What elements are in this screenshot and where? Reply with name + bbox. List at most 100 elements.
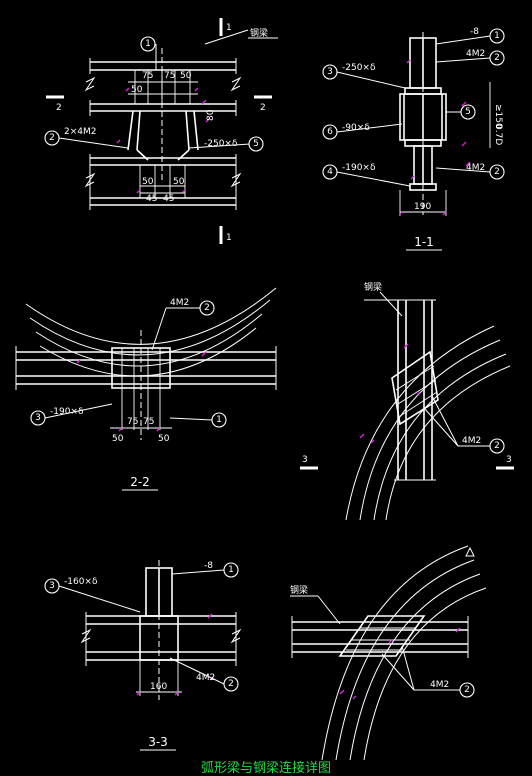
leader-line <box>336 71 406 89</box>
callout-circle <box>211 412 227 428</box>
leader-line <box>401 645 415 691</box>
north-mark <box>465 546 475 557</box>
bolt-line <box>399 391 438 417</box>
callout-circle <box>489 28 505 44</box>
leader-line <box>336 123 403 133</box>
splice-plate <box>391 350 439 426</box>
section-mark-label: 3 <box>506 455 512 465</box>
callout-number: 3 <box>327 67 333 77</box>
bolt-spec: 4M2 <box>466 49 485 59</box>
callout-circle <box>489 438 505 454</box>
leader-line <box>204 29 249 45</box>
dim-text: 75 <box>143 417 154 427</box>
beam-label: 钢梁 <box>364 281 382 293</box>
callout-number: 6 <box>327 127 333 137</box>
plate-spec: -8 <box>470 27 479 37</box>
break-mark <box>230 612 242 666</box>
plate-spec: -8 <box>204 561 213 571</box>
leader-line <box>151 307 167 351</box>
section-title: 3-3 <box>148 735 168 749</box>
leader-line <box>431 395 459 447</box>
callout-number: 3 <box>49 581 55 591</box>
web-plate <box>127 110 199 151</box>
callout-circle <box>248 136 264 152</box>
dim-text: 50 <box>173 177 185 187</box>
section-1-1: 190 ≥150 0.7D 3 -250×δ 6 -90×δ 4 -190×δ … <box>322 27 505 251</box>
leader-line <box>188 143 251 149</box>
splice-plate <box>338 615 426 657</box>
callout-number: 5 <box>465 107 471 117</box>
callout-circle <box>223 676 239 692</box>
plate-spec: -90×δ <box>342 123 370 133</box>
leader-line <box>317 595 341 625</box>
callout-circle <box>140 36 156 52</box>
section-3-3: 160 3 -160×δ -8 1 4M2 2 3-3 <box>44 560 242 751</box>
dim-text: 80 <box>206 109 216 121</box>
arc-beam <box>385 365 511 521</box>
callout-number: 2 <box>204 303 210 313</box>
break-mark <box>84 58 96 92</box>
callout-number: 1 <box>145 39 151 49</box>
leader-line <box>381 653 415 691</box>
callout-number: 2 <box>228 679 234 689</box>
callout-circle <box>459 682 475 698</box>
callout-circle <box>199 300 215 316</box>
leader-line <box>169 657 225 685</box>
dim-tick <box>136 613 215 696</box>
section-mark-label: 2 <box>56 103 62 113</box>
arc-beam <box>321 545 469 761</box>
dim-text: 75 <box>142 71 153 81</box>
dim-text: 50 <box>131 85 143 95</box>
plate-spec: -250×δ <box>342 63 376 73</box>
callout-circle <box>489 50 505 66</box>
section-title: 1-1 <box>414 235 434 249</box>
arc-beam <box>359 339 501 521</box>
callout-number: 1 <box>228 565 234 575</box>
dim-text: 75 <box>127 417 138 427</box>
break-mark <box>230 58 242 92</box>
dim-text: ≥150 <box>493 104 503 129</box>
arc-beam <box>363 587 487 761</box>
leader-line <box>435 57 491 63</box>
bolt-spec: 4M2 <box>462 436 481 446</box>
bolt-spec: 4M2 <box>196 673 215 683</box>
dim-text: 50 <box>158 434 170 444</box>
dim-text: 50 <box>142 177 154 187</box>
arc-beam <box>349 573 481 761</box>
bolt-spec: 4M2 <box>466 163 485 173</box>
bolt-spec: 4M2 <box>170 298 189 308</box>
dim-text: 50 <box>112 434 124 444</box>
section-mark-label: 1 <box>226 23 232 33</box>
section-title: 2-2 <box>130 475 150 489</box>
break-mark <box>89 100 237 116</box>
dim-text: 50 <box>180 71 192 81</box>
break-mark <box>15 346 277 390</box>
beam-label: 钢梁 <box>250 27 268 39</box>
section-2-2: 50 75 75 50 4M2 2 3 -190×δ 1 2-2 <box>15 287 277 491</box>
break-mark <box>230 154 242 210</box>
plate-spec: -190×δ <box>50 407 84 417</box>
break-mark <box>84 154 96 210</box>
leader-line <box>169 417 213 421</box>
callout-number: 2 <box>494 167 500 177</box>
drawing-title: 弧形梁与钢梁连接详图 <box>201 760 331 776</box>
beam-label: 钢梁 <box>290 584 308 596</box>
dim-tick <box>339 627 461 700</box>
dim-text: 75 <box>164 71 175 81</box>
callout-circle <box>489 164 505 180</box>
leader-line <box>44 403 113 419</box>
callout-number: 2 <box>49 133 55 143</box>
leader-line <box>435 167 491 173</box>
leader-line <box>423 407 459 447</box>
bolt-line <box>395 365 435 391</box>
arc-beam <box>335 559 475 761</box>
dim-text: 190 <box>414 202 431 212</box>
arc-beam <box>29 299 271 356</box>
bolt-spec: 4M2 <box>430 680 449 690</box>
callout-number: 1 <box>494 31 500 41</box>
callout-number: 2 <box>494 53 500 63</box>
break-mark <box>80 612 92 666</box>
break-mark <box>394 299 436 481</box>
section-mark-label: 2 <box>260 103 266 113</box>
